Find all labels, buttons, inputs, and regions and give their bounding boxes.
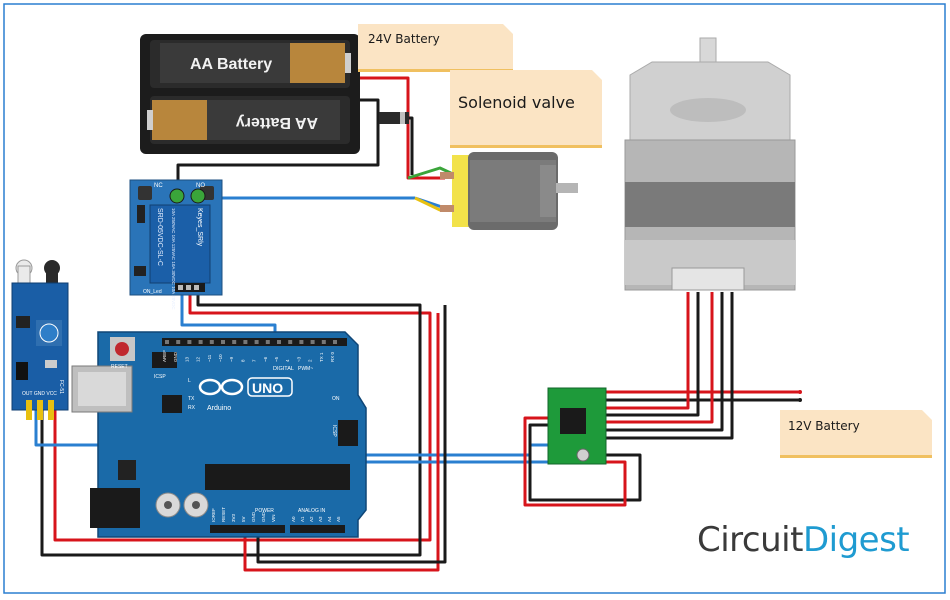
arduino-top-pin-label: 2 (308, 359, 313, 362)
note-12v-text: 12V Battery (788, 419, 860, 433)
relay-ratings: 10A 250VAC 10A 125VAC 10A 30VDC 10A 28VD… (171, 208, 176, 310)
arduino-header-pin (209, 340, 214, 344)
arduino-l-label: L (188, 378, 191, 384)
ir-pin-labels: OUT GND VCC (22, 391, 57, 397)
arduino-top-pin-label: GND (173, 351, 178, 362)
arduino-header-pin (299, 340, 304, 344)
arduino-uno: RESET PWM~ DIGITAL ICSP UNO Arduino L TX… (71, 331, 367, 538)
arduino-header-pin (254, 340, 259, 344)
note-24v-battery: 24V Battery (358, 24, 513, 72)
arduino-header-pin (288, 340, 293, 344)
relay-nc-label: NC (154, 183, 163, 189)
arduino-top-pin-label: ~3 (296, 356, 301, 362)
arduino-top-pin-label: ~6 (263, 356, 268, 362)
relay-brand: Keyes_SRly (196, 208, 203, 247)
relay-no-label: NO (196, 183, 205, 189)
arduino-header-pin (187, 340, 192, 344)
relay-module: NC NO SRD-05VDC-SL-C 10A 250VAC 10A 125V… (129, 179, 223, 310)
arduino-analog-pin-label: A5 (336, 516, 341, 522)
arduino-top-pin-label: ~11 (207, 354, 212, 362)
arduino-pwm: PWM~ (298, 366, 313, 372)
arduino-header-pin (333, 340, 337, 344)
arduino-top-pin-label: ~9 (229, 356, 234, 362)
note-solenoid-text: Solenoid valve (458, 93, 575, 112)
arduino-header-pin (310, 340, 315, 344)
arduino-reset-label: RESET (111, 364, 128, 370)
arduino-top-pin-label: 12 (196, 356, 201, 362)
arduino-top-pin-label: 7 (252, 359, 257, 362)
battery-bottom-label: AA Battery (236, 114, 318, 131)
arduino-top-pin-label: 8 (240, 359, 245, 362)
stepper-driver (547, 387, 607, 465)
arduino-header-pin (221, 340, 225, 344)
arduino-power-pin-label: GND (251, 511, 256, 522)
arduino-on-label: ON (332, 396, 340, 402)
arduino-icsp: ICSP (331, 425, 337, 437)
arduino-top-pin-label: ~10 (218, 354, 223, 362)
arduino-power-label: POWER (255, 508, 274, 514)
note-solenoid: Solenoid valve (450, 70, 602, 148)
brand-part1: Circuit (697, 520, 803, 560)
circuitdigest-logo: CircuitDigest (697, 520, 910, 560)
arduino-power-pin-label: IOREF (211, 508, 216, 522)
arduino-top-pin-label: 13 (184, 356, 189, 362)
arduino-top-pin-label: AREF (162, 350, 167, 362)
note-12v-battery: 12V Battery (780, 410, 932, 458)
arduino-top-pin-label: TX 1 (319, 352, 324, 362)
ir-model: FC-51 (58, 380, 64, 394)
arduino-icsp2: ICSP (154, 374, 166, 380)
arduino-tx-label: TX (188, 396, 195, 402)
arduino-power-pin-label: RESET (221, 507, 226, 522)
arduino-analog-label: ANALOG IN (298, 508, 326, 514)
relay-led-label: ON_Led (143, 289, 162, 295)
arduino-header-pin (232, 340, 237, 344)
arduino-header-pin (165, 340, 169, 344)
arduino-analog-pin-label: A1 (300, 516, 305, 522)
arduino-analog-pin-label: A3 (318, 516, 323, 522)
arduino-header-pin (198, 340, 203, 344)
arduino-top-pin-label: ~5 (274, 356, 279, 362)
arduino-analog-pin-label: A2 (309, 516, 314, 522)
ir-sensor: OUT GND VCC FC-51 (11, 259, 69, 420)
diagram-frame (3, 3, 946, 594)
arduino-uno-label: UNO (252, 380, 283, 396)
arduino-header-pin (277, 340, 281, 344)
arduino-top-pin-label: RX 0 (330, 351, 335, 362)
relay-chip-text: SRD-05VDC-SL-C (156, 208, 163, 266)
arduino-rx-label: RX (188, 405, 196, 411)
arduino-power-pin-label: 3V3 (231, 513, 236, 522)
solenoid-valve (440, 152, 578, 230)
stepper-motor (624, 37, 796, 291)
arduino-logo (198, 378, 244, 396)
arduino-power-pin-label: VIN (271, 514, 276, 522)
arduino-top-pin-label: 4 (285, 359, 290, 362)
arduino-digital: DIGITAL (273, 366, 294, 372)
arduino-analog-pin-label: A0 (291, 516, 296, 522)
arduino-power-pin-label: 5V (241, 516, 246, 522)
arduino-name: Arduino (207, 405, 231, 412)
battery-top-label: AA Battery (190, 56, 272, 73)
arduino-analog-pin-label: A4 (327, 516, 332, 522)
arduino-header-pin (265, 340, 270, 344)
arduino-header-pin (243, 340, 248, 344)
arduino-power-pin-label: GND (261, 511, 266, 522)
note-24v-text: 24V Battery (368, 32, 440, 46)
diode (379, 112, 409, 124)
arduino-header-pin (321, 340, 326, 344)
arduino-header-pin (176, 340, 181, 344)
brand-part2: Digest (802, 520, 910, 560)
battery-holder: AA Battery AA Battery (140, 34, 360, 154)
